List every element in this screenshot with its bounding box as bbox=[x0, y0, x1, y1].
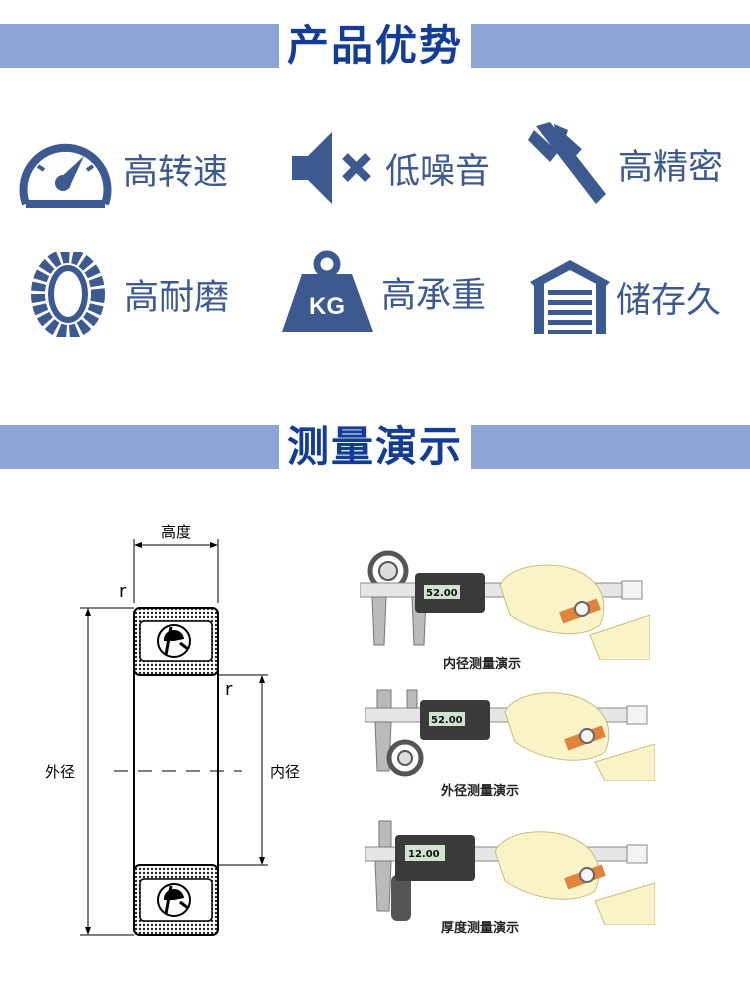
kg-text: KG bbox=[309, 293, 345, 320]
feature-label-high-speed: 高转速 bbox=[123, 152, 229, 193]
section-title-advantages: 产品优势 bbox=[278, 18, 472, 74]
demo-thickness-illustration: 12.00 bbox=[365, 820, 655, 925]
feature-long-storage: 储存久 bbox=[530, 260, 721, 335]
demo-caption-inner-diameter: 内径测量演示 bbox=[443, 657, 522, 672]
feature-high-wear-resistance: 高耐磨 bbox=[28, 252, 229, 337]
warehouse-icon bbox=[530, 260, 610, 334]
outer-diameter-label: 外径 bbox=[45, 763, 75, 781]
feature-label-high-wear-resistance: 高耐磨 bbox=[124, 278, 230, 318]
feature-label-high-load: 高承重 bbox=[381, 276, 487, 316]
mute-speaker-icon bbox=[292, 132, 371, 204]
speedometer-icon bbox=[19, 143, 112, 208]
inner-diameter-label: 内径 bbox=[270, 763, 300, 781]
feature-label-high-precision: 高精密 bbox=[618, 148, 724, 188]
height-label: 高度 bbox=[161, 523, 191, 541]
radius-label-inner: r bbox=[225, 679, 233, 700]
feature-label-low-noise: 低噪音 bbox=[385, 151, 491, 192]
feature-label-long-storage: 储存久 bbox=[616, 281, 722, 321]
section-band-advantages: 产品优势 bbox=[0, 18, 750, 74]
feature-high-precision: 高精密 bbox=[528, 122, 723, 207]
radius-label-top: r bbox=[119, 581, 127, 602]
section-band-demo: 测量演示 bbox=[0, 419, 750, 475]
tire-icon bbox=[31, 252, 105, 337]
demo-reading-inner: 52.00 bbox=[426, 588, 458, 599]
demo-reading-thickness: 12.00 bbox=[408, 849, 440, 860]
demo-caption-outer-diameter: 外径测量演示 bbox=[441, 784, 520, 799]
caliper-icon bbox=[528, 122, 606, 204]
section-title-demo: 测量演示 bbox=[278, 419, 472, 475]
feature-low-noise: 低噪音 bbox=[290, 128, 490, 208]
feature-high-load: KG 高承重 bbox=[280, 250, 486, 335]
demo-outer-diameter-illustration: 52.00 bbox=[365, 689, 655, 781]
demo-reading-outer: 52.00 bbox=[431, 715, 463, 726]
demo-inner-diameter-illustration: 52.00 bbox=[360, 550, 650, 660]
bearing-cross-section-diagram: 高度 r r 外径 内径 bbox=[45, 523, 300, 936]
kg-weight-icon: KG bbox=[282, 250, 373, 332]
demo-caption-thickness: 厚度测量演示 bbox=[441, 921, 520, 936]
feature-high-speed: 高转速 bbox=[18, 128, 228, 210]
